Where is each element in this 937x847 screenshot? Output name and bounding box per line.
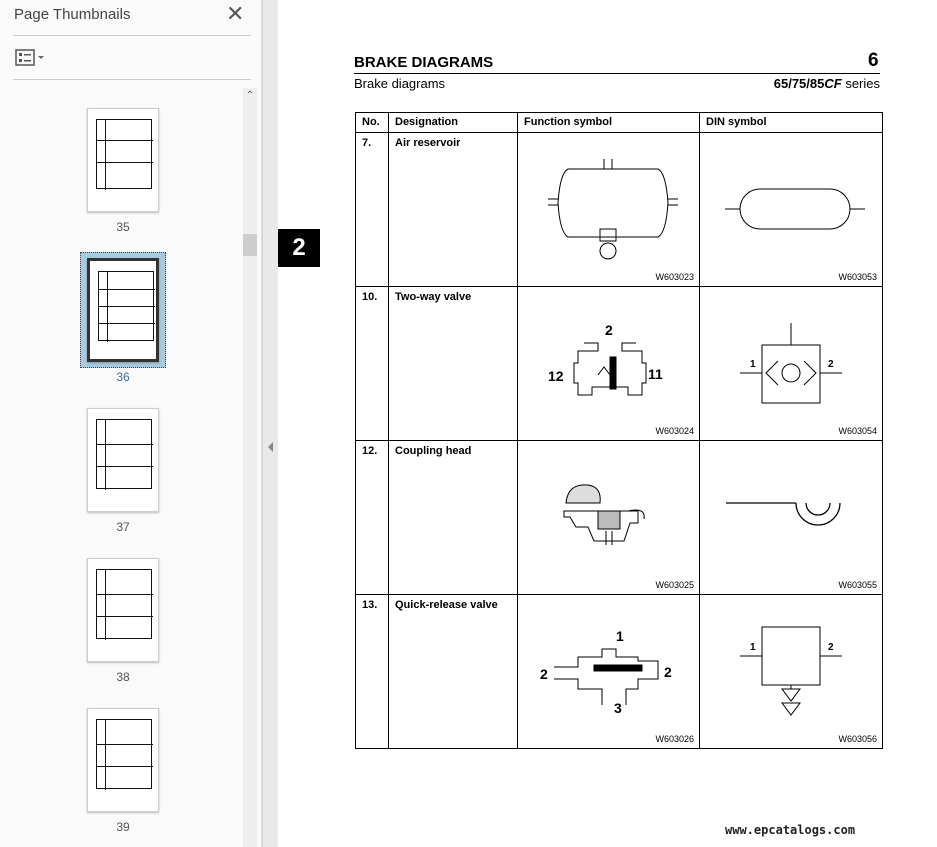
figure-code: W603054 xyxy=(838,426,877,436)
scroll-up-icon[interactable]: ⌃ xyxy=(245,90,255,101)
din-symbol-cell: W603053 xyxy=(699,132,883,287)
function-symbol-cell: W603025 xyxy=(517,440,700,595)
table-header: No. Designation Function symbol DIN symb… xyxy=(355,112,883,133)
page-number: 38 xyxy=(116,670,130,684)
watermark: www.epcatalogs.com xyxy=(725,823,856,837)
port-label: 2 xyxy=(664,664,672,680)
figure-code: W603024 xyxy=(655,426,694,436)
air-reservoir-function-diagram xyxy=(548,159,678,260)
chapter-number: 6 xyxy=(868,50,879,71)
port-label: 1 xyxy=(750,359,756,370)
din-symbol-cell: 1 2 W603054 xyxy=(699,286,883,441)
panel-title: Page Thumbnails xyxy=(14,6,131,23)
page-number: 36 xyxy=(116,370,130,384)
row-designation: Quick-release valve xyxy=(388,594,518,749)
thumbnail-page-38[interactable] xyxy=(87,558,159,662)
port-label: 3 xyxy=(614,700,622,716)
function-symbol-cell: 1 2 2 3 W603026 xyxy=(517,594,700,749)
page-number: 37 xyxy=(116,520,130,534)
divider xyxy=(13,35,251,36)
row-no: 10. xyxy=(355,286,389,441)
port-label: 1 xyxy=(750,642,756,653)
page-number: 35 xyxy=(116,220,130,234)
thumbnail-options-button[interactable] xyxy=(15,49,45,67)
figure-code: W603055 xyxy=(838,580,877,590)
port-label: 2 xyxy=(540,666,548,682)
thumbnail-page-37[interactable] xyxy=(87,408,159,512)
header-designation: Designation xyxy=(388,112,518,133)
port-label: 2 xyxy=(605,322,613,338)
din-symbol-cell: W603055 xyxy=(699,440,883,595)
collapse-left-icon[interactable] xyxy=(267,441,275,453)
function-symbol-cell: W603023 xyxy=(517,132,700,287)
table-row: 12. Coupling head W603025 W603055 xyxy=(355,440,883,595)
table-row: 13. Quick-release valve 1 2 2 3 W603026 … xyxy=(355,594,883,749)
thumbnail-page-35[interactable] xyxy=(87,108,159,212)
series-label: 65/75/85CF series xyxy=(773,76,880,91)
divider xyxy=(13,79,251,80)
scrollbar-thumb[interactable] xyxy=(243,234,257,256)
coupling-head-function-diagram xyxy=(563,484,645,545)
brake-diagram-table: No. Designation Function symbol DIN symb… xyxy=(355,112,883,749)
figure-code: W603056 xyxy=(838,734,877,744)
panel-splitter[interactable] xyxy=(262,0,278,847)
figure-code: W603023 xyxy=(655,272,694,282)
header-rule xyxy=(354,73,880,74)
din-symbol-cell: 1 2 W603056 xyxy=(699,594,883,749)
thumbnail-page-39[interactable] xyxy=(87,708,159,812)
air-reservoir-din-diagram xyxy=(725,188,865,230)
thumbnail-page-36[interactable] xyxy=(87,258,159,362)
port-label: 1 xyxy=(616,628,624,644)
port-label: 2 xyxy=(828,642,834,653)
figure-code: W603053 xyxy=(838,272,877,282)
figure-code: W603025 xyxy=(655,580,694,590)
table-row: 10. Two-way valve 2 12 11 W603024 1 2 W6… xyxy=(355,286,883,441)
section-tab: 2 xyxy=(278,229,320,267)
table-row: 7. Air reservoir W603023 W603053 xyxy=(355,132,883,287)
thumbnail-scrollbar[interactable]: ⌃ xyxy=(243,88,257,847)
row-no: 7. xyxy=(355,132,389,287)
row-no: 12. xyxy=(355,440,389,595)
page-subtitle: Brake diagrams xyxy=(354,76,446,91)
function-symbol-cell: 2 12 11 W603024 xyxy=(517,286,700,441)
header-no: No. xyxy=(355,112,389,133)
page-thumbnails-panel: Page Thumbnails ✕ 35 36 37 38 39 ⌃ xyxy=(0,0,262,847)
document-page: 2 BRAKE DIAGRAMS 6 Brake diagrams 65/75/… xyxy=(278,0,937,847)
list-options-icon xyxy=(15,49,44,66)
header-din-symbol: DIN symbol xyxy=(699,112,883,133)
two-way-valve-function-diagram: 2 12 11 xyxy=(548,322,663,396)
row-designation: Two-way valve xyxy=(388,286,518,441)
port-label: 12 xyxy=(548,368,564,384)
quick-release-valve-din-diagram: 1 2 xyxy=(740,626,842,716)
page-title: BRAKE DIAGRAMS xyxy=(354,54,494,71)
row-no: 13. xyxy=(355,594,389,749)
page-number: 39 xyxy=(116,820,130,834)
close-icon[interactable]: ✕ xyxy=(226,1,245,26)
quick-release-valve-function-diagram: 1 2 2 3 xyxy=(540,628,672,716)
row-designation: Air reservoir xyxy=(388,132,518,287)
port-label: 2 xyxy=(828,359,834,370)
figure-code: W603026 xyxy=(655,734,694,744)
row-designation: Coupling head xyxy=(388,440,518,595)
thumbnail-list: 35 36 37 38 39 xyxy=(0,0,243,847)
header-function-symbol: Function symbol xyxy=(517,112,700,133)
port-label: 11 xyxy=(648,366,663,382)
two-way-valve-din-diagram: 1 2 xyxy=(740,323,842,404)
coupling-head-din-diagram xyxy=(726,502,841,526)
